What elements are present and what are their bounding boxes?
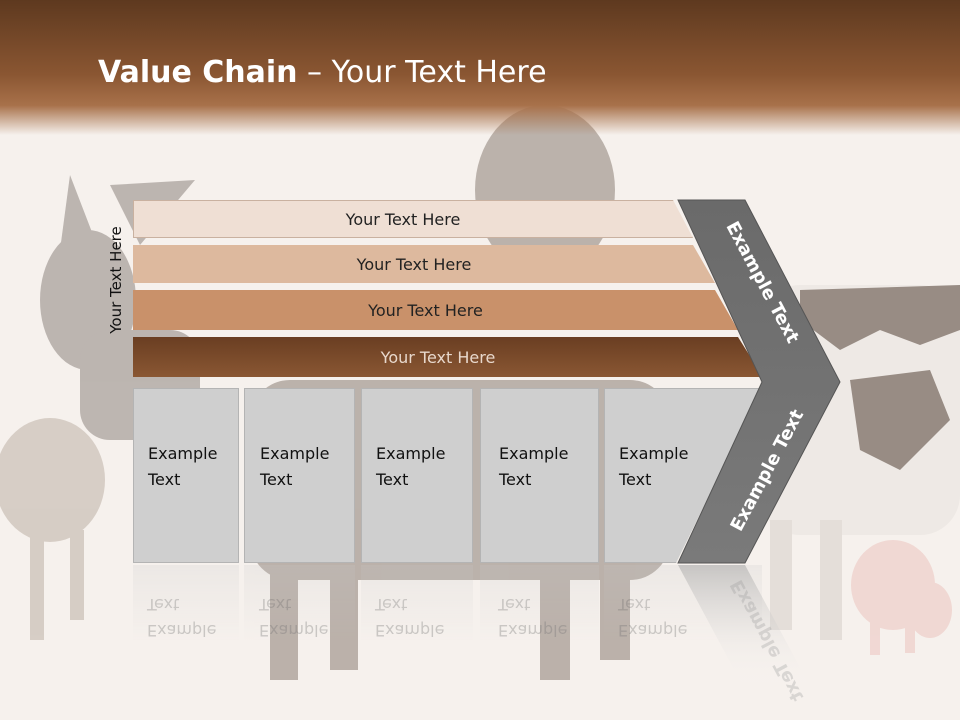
example-box-5-line1: Example [619,444,689,463]
example-box-3-line2: Text [376,470,409,489]
bar-3: Your Text Here [133,290,738,330]
example-box-4-line1: Example [499,444,569,463]
bar-3-label: Your Text Here [368,300,483,320]
bar-1: Your Text Here [133,200,693,238]
bar-2-label: Your Text Here [356,254,472,274]
pig-image [851,540,952,655]
chevron-reflection [678,565,812,690]
page-title: Value Chain – Your Text Here [98,55,547,90]
example-box-1-line2: Text [148,470,181,489]
example-box-2: Example Text [244,388,355,563]
example-box-3: Example Text [361,388,473,563]
example-box-4-line2: Text [499,470,532,489]
example-box-4: Example Text [480,388,599,563]
example-box-1-line1: Example [148,444,218,463]
example-box-3-line1: Example [376,444,446,463]
bar-4: Your Text Here [133,337,763,377]
example-box-2-line1: Example [260,444,330,463]
header-bar [0,0,960,135]
example-box-1: Example Text [133,388,239,563]
bar-1-label: Your Text Here [345,209,461,229]
sheep-image [0,418,105,640]
example-box-5-line2: Text [619,470,652,489]
chevron-shape [677,199,841,564]
bar-4-label: Your Text Here [380,347,496,367]
bar-2: Your Text Here [133,245,715,283]
example-box-2-line2: Text [260,470,293,489]
